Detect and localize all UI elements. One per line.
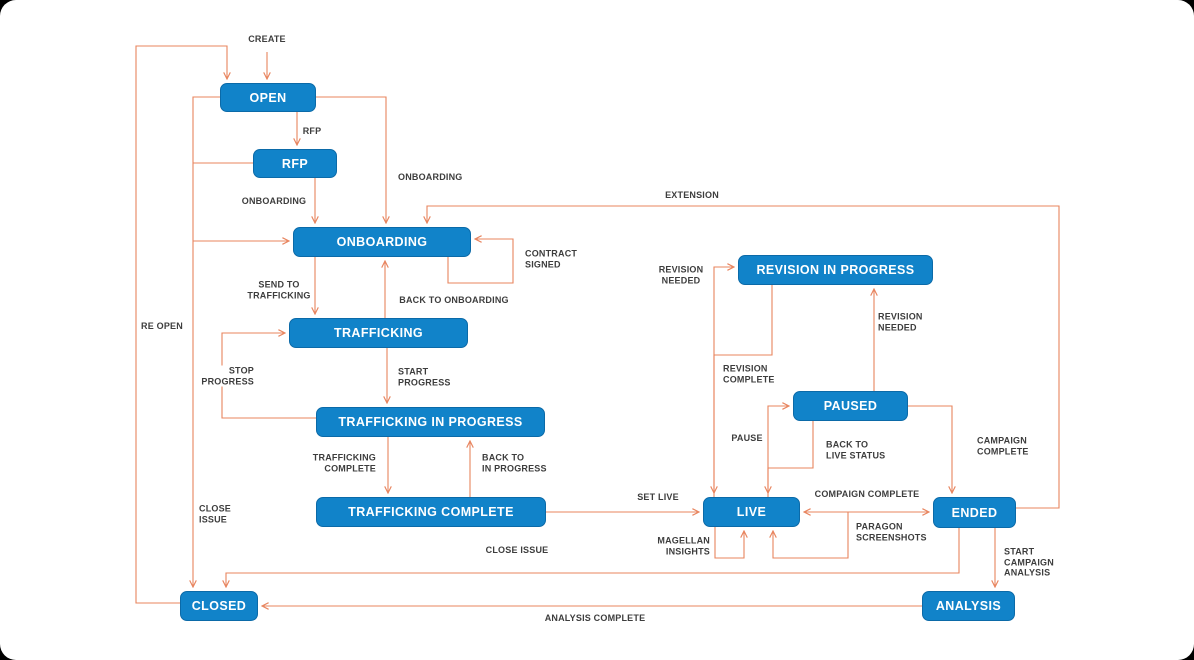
edge-label-onboarding-from-open: ONBOARDING (396, 171, 465, 183)
state-trafficking[interactable]: TRAFFICKING (289, 318, 468, 348)
edge-label-back-to-live-status: BACK TO LIVE STATUS (824, 439, 888, 461)
edge-label-revision-complete: REVISION COMPLETE (721, 363, 777, 385)
edge-label-start-progress: START PROGRESS (396, 366, 453, 388)
edge-label-extension: EXTENSION (663, 189, 721, 201)
edge-label-trafficking-complete: TRAFFICKING COMPLETE (310, 452, 378, 474)
edge-label-revision-needed-paused: REVISION NEEDED (876, 311, 925, 333)
edge-close-issue-left (193, 96, 220, 587)
edge-revision-complete (714, 285, 773, 493)
edge-label-stop-progress: STOP PROGRESS (199, 365, 256, 387)
state-live[interactable]: LIVE (703, 497, 800, 527)
state-closed[interactable]: CLOSED (180, 591, 258, 621)
edge-label-magellan-insights: MAGELLAN INSIGHTS (655, 535, 712, 557)
edge-label-rfp: RFP (300, 125, 324, 137)
state-trafficking-complete[interactable]: TRAFFICKING COMPLETE (316, 497, 546, 527)
edge-label-paragon-screenshots: PARAGON SCREENSHOTS (854, 521, 929, 543)
edge-label-compaign-complete: COMPAIGN COMPLETE (812, 488, 922, 500)
state-trafficking-in-progress[interactable]: TRAFFICKING IN PROGRESS (316, 407, 545, 437)
edge-label-analysis-complete: ANALYSIS COMPLETE (542, 612, 648, 624)
edge-label-campaign-complete-right: CAMPAIGN COMPLETE (975, 435, 1031, 457)
state-revision-in-progress[interactable]: REVISION IN PROGRESS (738, 255, 933, 285)
edge-label-create: CREATE (246, 33, 288, 45)
edge-open-onboarding (316, 96, 386, 223)
edge-label-back-to-onboarding: BACK TO ONBOARDING (397, 294, 511, 306)
edge-label-start-campaign-analysis: START CAMPAIGN ANALYSIS (1002, 546, 1056, 578)
edge-label-contract-signed: CONTRACT SIGNED (523, 248, 580, 270)
state-analysis[interactable]: ANALYSIS (922, 591, 1015, 621)
edge-label-re-open: RE OPEN (139, 320, 185, 332)
edge-campaign-complete-right (908, 405, 952, 493)
edge-contract-signed (447, 239, 514, 284)
edge-close-issue-ended (226, 528, 960, 587)
edge-back-to-live-status (768, 421, 814, 493)
edge-pause (767, 406, 789, 497)
edge-paragon-screenshots (773, 512, 849, 559)
edge-label-revision-needed-live: REVISION NEEDED (656, 264, 706, 286)
state-rfp[interactable]: RFP (253, 149, 337, 178)
edge-label-onboarding-from-rfp: ONBOARDING (239, 195, 309, 207)
edge-label-pause: PAUSE (729, 432, 765, 444)
state-paused[interactable]: PAUSED (793, 391, 908, 421)
edge-re-open (135, 45, 227, 604)
edge-label-back-to-in-progress: BACK TO IN PROGRESS (480, 452, 549, 474)
state-open[interactable]: OPEN (220, 83, 316, 112)
edge-extension (427, 205, 1060, 509)
edge-label-send-to-trafficking: SEND TO TRAFFICKING (245, 279, 313, 301)
edge-label-set-live: SET LIVE (635, 491, 681, 503)
edge-label-close-issue-ended: CLOSE ISSUE (483, 544, 551, 556)
state-onboarding[interactable]: ONBOARDING (293, 227, 471, 257)
edge-label-close-issue-left: CLOSE ISSUE (197, 503, 234, 525)
state-ended[interactable]: ENDED (933, 497, 1016, 528)
edge-magellan-insights (714, 527, 744, 559)
